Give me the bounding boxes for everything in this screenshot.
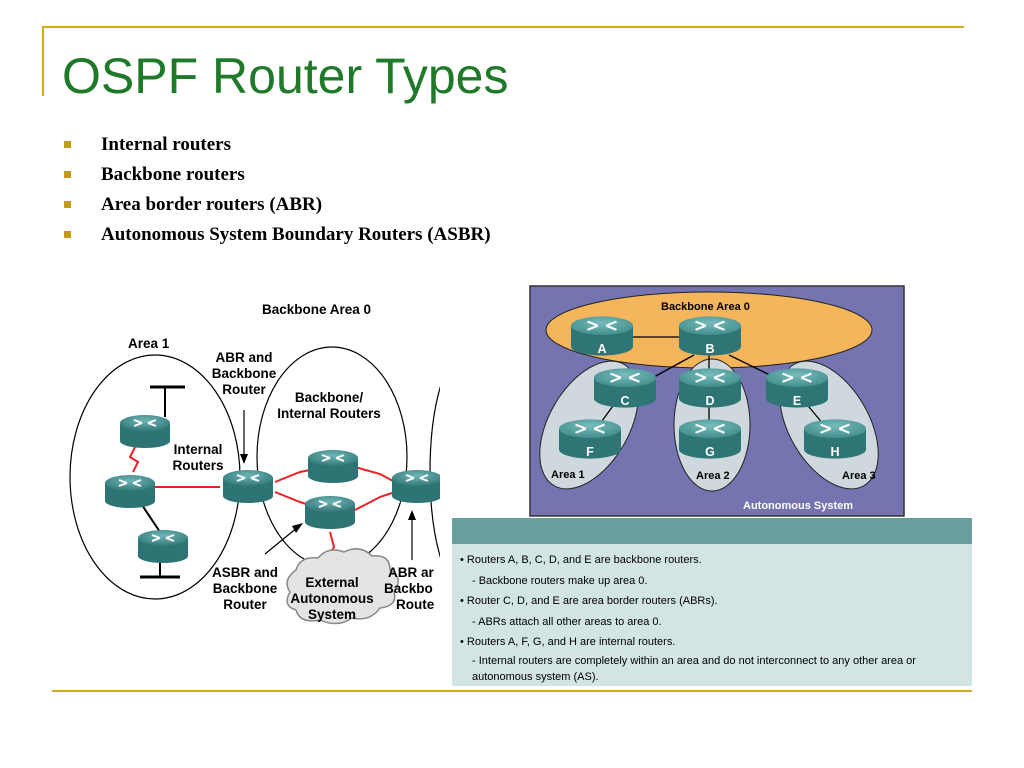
info-line: - ABRs attach all other areas to area 0.: [472, 615, 662, 628]
router-icon: [138, 529, 188, 563]
bullet-item: Area border routers (ABR): [62, 190, 491, 220]
abr-right-label-line: Backbo: [384, 581, 433, 596]
backbone-internal-label-line: Backbone/: [295, 390, 364, 405]
router-label: H: [830, 445, 839, 459]
backbone-area-label: Backbone Area 0: [661, 301, 750, 313]
frame-left-rule: [42, 26, 44, 96]
bullet-square-icon: [64, 201, 71, 208]
abr-router-icon: [392, 469, 440, 503]
area1-label: Area 1: [128, 336, 170, 351]
abr-label-line: ABR and: [216, 350, 273, 365]
info-line: • Routers A, B, C, D, and E are backbone…: [460, 554, 702, 566]
bullet-square-icon: [64, 231, 71, 238]
router-label: D: [705, 394, 714, 408]
asbr-label-line: Backbone: [213, 581, 278, 596]
bullet-list: Internal routers Backbone routers Area b…: [62, 130, 491, 250]
backbone-internal-label-line: Internal Routers: [277, 406, 381, 421]
left-network-diagram: Backbone Area 0 Area 1 ABR and Backbone …: [69, 302, 440, 625]
abr-right-label-line: ABR ar: [388, 565, 435, 580]
area-label: Area 1: [551, 469, 585, 481]
bullet-item: Backbone routers: [62, 160, 491, 190]
router-label: B: [705, 342, 714, 356]
asbr-router-icon: [305, 495, 355, 529]
bullet-square-icon: [64, 141, 71, 148]
abr-right-label-line: Route: [396, 597, 435, 612]
abr-router-icon: [223, 469, 273, 503]
router-icon: [105, 474, 155, 508]
abr-label-line: Router: [222, 382, 266, 397]
internal-routers-label-line: Routers: [172, 458, 223, 473]
info-panel: • Routers A, B, C, D, and E are backbone…: [452, 518, 972, 686]
info-line: • Routers A, F, G, and H are internal ro…: [460, 636, 676, 648]
router-label: F: [586, 445, 594, 459]
asbr-label-line: Router: [223, 597, 267, 612]
bullet-item: Internal routers: [62, 130, 491, 160]
frame-top-rule: [42, 26, 964, 28]
right-network-diagram: A B C D E F G H Backbone Area 0 Area 1 A…: [529, 285, 905, 517]
bullet-text: Internal routers: [101, 134, 231, 155]
router-label: E: [793, 394, 801, 408]
abr-label-line: Backbone: [212, 366, 277, 381]
router-icon: [308, 449, 358, 483]
bullet-text: Backbone routers: [101, 164, 245, 185]
external-as-label-line: Autonomous: [290, 591, 373, 606]
router-label: C: [620, 394, 629, 408]
info-line: - Internal routers are completely within…: [472, 654, 916, 683]
external-as-label-line: System: [308, 607, 356, 622]
area-label: Area 3: [842, 470, 876, 482]
backbone-area-label: Backbone Area 0: [262, 302, 371, 317]
external-as-label-line: External: [305, 575, 358, 590]
asbr-label-line: ASBR and: [212, 565, 278, 580]
area-label: Area 2: [696, 470, 730, 482]
external-as-cloud: [286, 548, 399, 625]
router-label: G: [705, 445, 715, 459]
bullet-item: Autonomous System Boundary Routers (ASBR…: [62, 220, 491, 250]
autonomous-system-label: Autonomous System: [743, 500, 853, 512]
router-icon: [120, 414, 170, 448]
bullet-square-icon: [64, 171, 71, 178]
bullet-text: Area border routers (ABR): [101, 194, 323, 215]
info-line: • Router C, D, and E are area border rou…: [460, 595, 718, 607]
slide-title: OSPF Router Types: [62, 48, 509, 104]
bullet-text: Autonomous System Boundary Routers (ASBR…: [101, 224, 491, 245]
router-label: A: [597, 342, 606, 356]
internal-routers-label-line: Internal: [174, 442, 223, 457]
frame-bottom-rule: [52, 690, 972, 692]
info-line: - Backbone routers make up area 0.: [472, 574, 648, 587]
